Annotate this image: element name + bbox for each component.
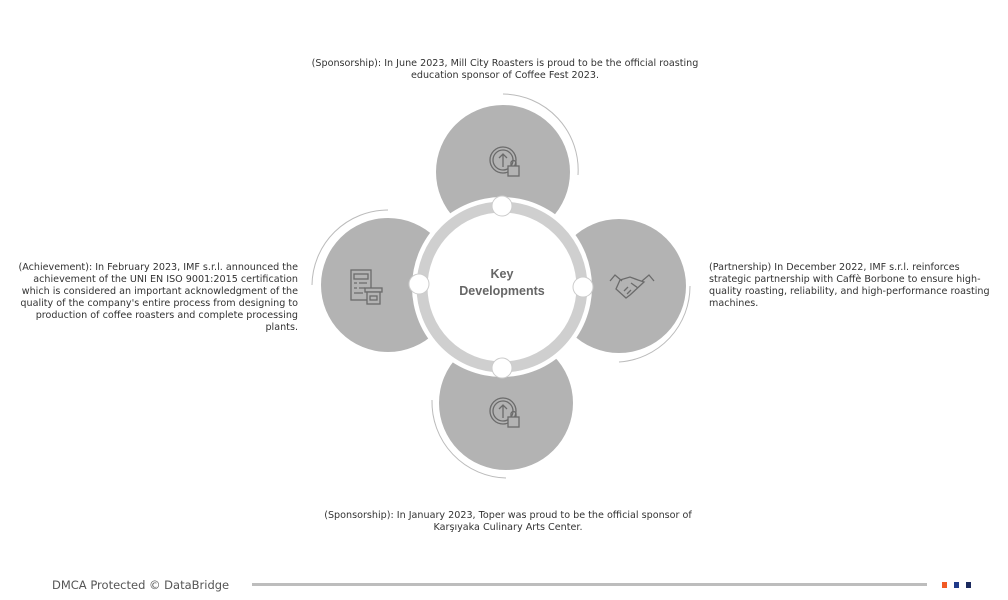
decorative-arc-bottom <box>431 399 507 479</box>
node-left <box>408 273 430 295</box>
development-text-left: (Achievement): In February 2023, IMF s.r… <box>18 262 298 333</box>
growth-shopping-bag-icon <box>489 397 520 428</box>
document-box-icon <box>350 269 383 305</box>
growth-shopping-bag-icon <box>489 146 520 177</box>
decorative-arc-top <box>502 93 579 176</box>
footer-divider <box>252 583 927 586</box>
development-text-bottom: (Sponsorship): In January 2023, Toper wa… <box>324 510 692 533</box>
decorative-arc-left <box>311 209 389 286</box>
footer-square-blue <box>954 582 959 588</box>
node-bottom <box>491 357 513 379</box>
handshake-icon <box>609 274 655 299</box>
development-text-top: (Sponsorship): In June 2023, Mill City R… <box>311 58 699 81</box>
center-title: Key Developments <box>442 266 562 300</box>
center-title-line2: Developments <box>459 284 545 298</box>
footer-copyright: DMCA Protected © DataBridge <box>52 578 230 592</box>
footer-square-orange <box>942 582 947 588</box>
node-right <box>572 276 594 298</box>
decorative-arc-right <box>618 285 691 363</box>
development-text-right: (Partnership) In December 2022, IMF s.r.… <box>709 262 990 309</box>
footer-square-navy <box>966 582 971 588</box>
node-top <box>491 195 513 217</box>
center-title-line1: Key <box>490 267 514 281</box>
